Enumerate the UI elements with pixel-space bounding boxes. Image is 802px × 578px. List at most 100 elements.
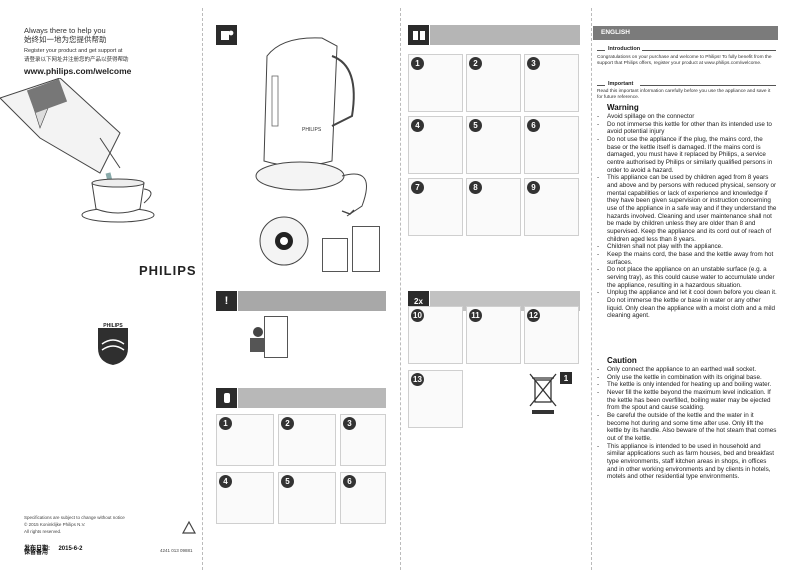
cleaning-step: 4 (408, 116, 463, 174)
panel-divider (591, 8, 592, 570)
important-heading: Important (608, 81, 634, 87)
warning-list: Avoid spillage on the connector Do not i… (597, 113, 777, 320)
philips-wordmark: PHILIPS (139, 263, 197, 278)
step-number: 5 (281, 475, 294, 488)
usage-step: 5 (278, 472, 336, 524)
register-en: Register your product and get support at (24, 48, 123, 54)
warning-item: Do not immerse this kettle for other tha… (597, 121, 777, 136)
hand-icon (223, 393, 230, 403)
cleaning-step: 5 (466, 116, 521, 174)
caution-list: Only connect the appliance to an earthed… (597, 366, 777, 481)
recycle-icon (181, 520, 197, 534)
step-number: 11 (469, 309, 482, 322)
kettle-brand-mark: PHILIPS (302, 127, 322, 133)
usage-step: 3 (340, 414, 386, 466)
teacup-illustration (81, 178, 155, 223)
crossed-bin-icon (529, 373, 557, 414)
step-number: 1 (411, 57, 424, 70)
release-date: 2015-6-2 (58, 546, 83, 552)
cleaning-step: 7 (408, 178, 463, 236)
tagline-cn: 始终如一地为您提供帮助 (24, 35, 107, 44)
usage-step: 1 (216, 414, 274, 466)
usage-step: 2 (278, 414, 336, 466)
warning-item: This appliance can be used by children a… (597, 174, 777, 243)
manual-booklet-illustration (264, 316, 288, 358)
warning-item: Children shall not play with the applian… (597, 243, 777, 251)
step-number: 4 (411, 119, 424, 132)
safety-warning-badge: ! (216, 291, 237, 311)
language-header: ENGLISH (593, 26, 778, 40)
safety-section-band (238, 291, 386, 311)
usage-section-band (238, 388, 386, 408)
caution-item: Only connect the appliance to an earthed… (597, 366, 777, 374)
usage-step: 6 (340, 472, 386, 524)
cleaning-step: 13 (408, 370, 463, 428)
release-label: 发布日期: (24, 546, 50, 552)
cleaning-step: 6 (524, 116, 579, 174)
panel-divider (400, 8, 401, 570)
cleaning-step: 9 (524, 178, 579, 236)
rights-reserved: All rights reserved. (24, 529, 62, 534)
step-number: 4 (219, 475, 232, 488)
step-number: 7 (411, 181, 424, 194)
step-number: 12 (527, 309, 540, 322)
step-number: 5 (469, 119, 482, 132)
warning-item: Do not place the appliance on an unstabl… (597, 266, 777, 289)
step-number: 2 (469, 57, 482, 70)
step-number: 8 (469, 181, 482, 194)
cleaning-step: 3 (524, 54, 579, 112)
step-number: 9 (527, 181, 540, 194)
waste-number-badge: 1 (560, 372, 572, 384)
svg-text:PHILIPS: PHILIPS (103, 323, 123, 329)
cleaning-step: 11 (466, 306, 521, 364)
cleaning-step: 12 (524, 306, 579, 364)
intro-heading: Introduction (608, 46, 641, 52)
website-link[interactable]: www.philips.com/welcome (24, 66, 132, 76)
panel-divider (202, 8, 203, 570)
caution-item: This appliance is intended to be used in… (597, 443, 777, 481)
descale-icon (412, 31, 425, 40)
document-code: 4241 013 09881 (160, 548, 193, 553)
warning-item: Avoid spillage on the connector (597, 113, 777, 121)
cleaning-section-band (430, 25, 580, 45)
step-number: 6 (527, 119, 540, 132)
keep-label: 保留备用 (24, 550, 49, 556)
section-rule (642, 50, 776, 51)
register-cn: 请登录以下网址并注册您的产品以获得帮助 (24, 57, 129, 63)
section-rule (597, 50, 605, 51)
step-number: 3 (527, 57, 540, 70)
reading-person-icon (250, 327, 268, 352)
caution-item: Never fill the kettle beyond the maximum… (597, 389, 777, 412)
step-number: 3 (343, 417, 356, 430)
caution-item: The kettle is only intended for heating … (597, 381, 777, 389)
copyright: © 2015 Koninklijke Philips N.V. (24, 522, 86, 527)
intro-text: Congratulations on your purchase and wel… (597, 55, 772, 67)
kettle-overview-illustration: PHILIPS (255, 37, 367, 266)
warning-heading: Warning (607, 103, 639, 112)
cleaning-step: 2 (466, 54, 521, 112)
section-rule (597, 85, 605, 86)
cover-panel: Always there to help you 始终如一地为您提供帮助 Reg… (0, 0, 202, 578)
warning-item: Keep the mains cord, the base and the ke… (597, 251, 777, 266)
caution-item: Be careful the outside of the kettle and… (597, 412, 777, 443)
cleaning-step: 8 (466, 178, 521, 236)
release-date-line: 发布日期: 2015-6-2 (24, 537, 82, 555)
usage-step: 4 (216, 472, 274, 524)
product-overview-badge (216, 25, 237, 45)
tagline-en: Always there to help you (24, 26, 106, 35)
spec-note: Specifications are subject to change wit… (24, 515, 125, 520)
step-number: 13 (411, 373, 424, 386)
usage-badge (216, 388, 237, 408)
step-number: 6 (343, 475, 356, 488)
caution-item: Only use the kettle in combination with … (597, 374, 777, 382)
philips-shield-logo: PHILIPS (98, 323, 128, 365)
caution-heading: Caution (607, 356, 637, 365)
safety-read-illustration (246, 320, 296, 360)
important-text: Read this important information carefull… (597, 89, 771, 101)
section-rule (640, 85, 776, 86)
step-number: 2 (281, 417, 294, 430)
cleaning-step: 10 (408, 306, 463, 364)
cleaning-panel: 1 2 3 4 5 6 7 8 9 2x 10 11 12 13 1 (400, 0, 591, 578)
product-overview-panel: PHILIPS ! 1 2 3 4 5 6 (202, 0, 400, 578)
manual-booklet-illustration (352, 226, 380, 272)
